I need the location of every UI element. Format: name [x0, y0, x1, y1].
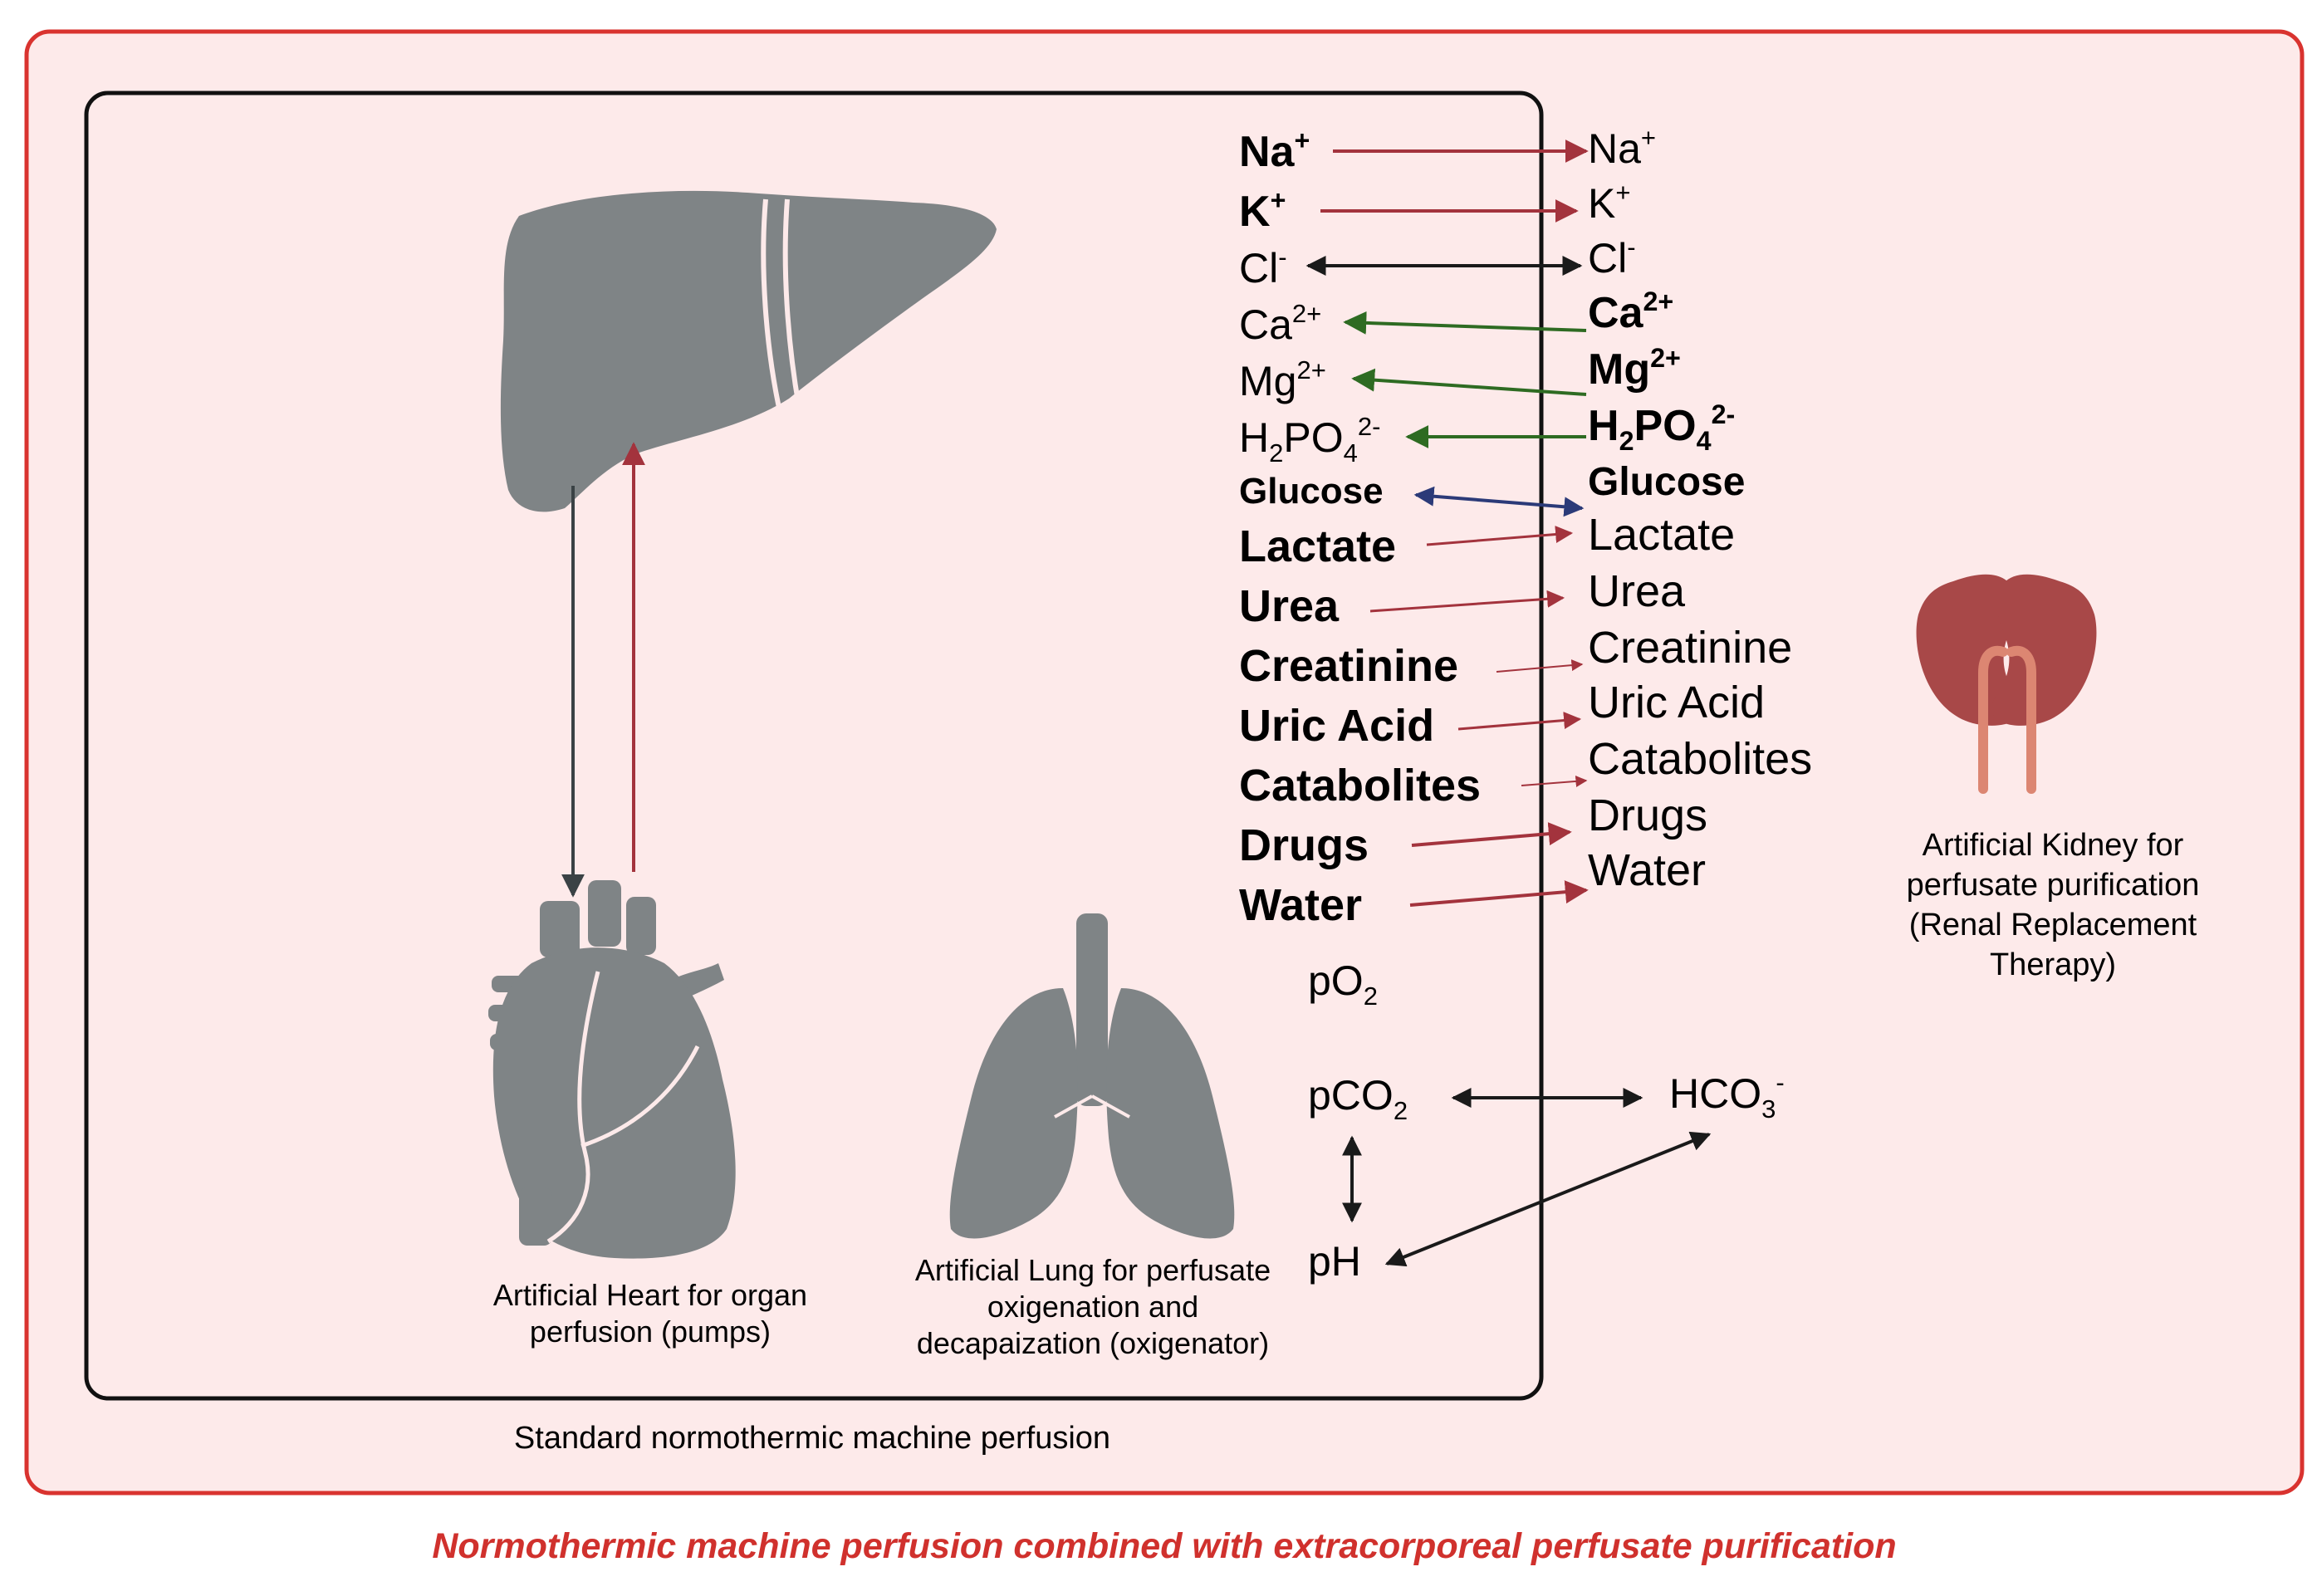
solute-left-ca: Ca2+ [1239, 299, 1321, 348]
glucose-arrow [1413, 486, 1585, 517]
svg-text:Artificial Heart for organ: Artificial Heart for organ [493, 1278, 807, 1312]
lungs-icon [949, 913, 1235, 1239]
perfusate-solutes: Na+ K+ Cl- Ca2+ Mg2+ H2PO42- Glucose Lac… [1239, 125, 1481, 930]
svg-text:(Renal Replacement: (Renal Replacement [1909, 908, 2197, 942]
creatinine-arrow [1496, 659, 1584, 673]
ph-hco3-arrow [1384, 1131, 1712, 1267]
hco3-label: HCO3- [1669, 1068, 1785, 1124]
po2-label: pO2 [1308, 957, 1378, 1011]
mg-arrow [1351, 368, 1587, 396]
lactate-arrow [1426, 526, 1574, 546]
solute-right-ca: Ca2+ [1588, 286, 1673, 337]
solute-right-water: Water [1588, 845, 1706, 895]
solute-right-glucose: Glucose [1588, 460, 1745, 504]
svg-text:Artificial Lung for perfusate: Artificial Lung for perfusate [915, 1253, 1271, 1287]
nmp-inner-frame [84, 91, 1544, 1401]
drugs-arrow [1411, 822, 1572, 847]
nmp-caption: Standard normothermic machine perfusion [514, 1421, 1110, 1456]
solute-left-lactate: Lactate [1239, 521, 1396, 571]
solute-right-lactate: Lactate [1588, 510, 1735, 560]
kidneys-icon [1916, 574, 2097, 794]
uric-acid-arrow [1457, 712, 1582, 731]
solute-left-creatinine: Creatinine [1239, 641, 1458, 691]
dialysate-solutes: Na+ K+ Cl- Ca2+ Mg2+ H2PO42- Glucose Lac… [1588, 123, 1812, 895]
ph-label: pH [1308, 1238, 1361, 1285]
solute-right-catabolites: Catabolites [1588, 734, 1812, 784]
liver-icon [500, 190, 997, 512]
pco2-label: pCO2 [1308, 1072, 1408, 1125]
solute-right-k: K+ [1588, 178, 1630, 227]
solute-right-h2po4: H2PO42- [1588, 399, 1735, 456]
solute-right-na: Na+ [1588, 123, 1656, 172]
catabolites-arrow [1521, 775, 1588, 787]
solute-left-urea: Urea [1239, 581, 1340, 631]
svg-text:Artificial Kidney for: Artificial Kidney for [1923, 828, 2184, 863]
svg-text:perfusion (pumps): perfusion (pumps) [530, 1314, 771, 1349]
solute-arrows [1305, 140, 1589, 907]
svg-text:perfusate purification: perfusate purification [1907, 868, 2200, 903]
solute-left-catabolites: Catabolites [1239, 761, 1481, 810]
solute-left-drugs: Drugs [1239, 820, 1369, 870]
solute-left-na: Na+ [1239, 125, 1310, 176]
svg-text:decapaization (oxigenator): decapaization (oxigenator) [917, 1326, 1269, 1360]
figure-caption: Normothermic machine perfusion combined … [432, 1526, 1896, 1566]
solute-left-water: Water [1239, 880, 1362, 930]
solute-right-mg: Mg2+ [1588, 343, 1681, 394]
solute-right-uric-acid: Uric Acid [1588, 678, 1765, 727]
svg-text:Therapy): Therapy) [1990, 947, 2116, 982]
solute-left-uric-acid: Uric Acid [1239, 701, 1434, 751]
solute-left-mg: Mg2+ [1239, 355, 1326, 404]
water-arrow [1409, 880, 1589, 907]
solute-right-drugs: Drugs [1588, 791, 1707, 840]
heart-caption: Artificial Heart for organ perfusion (pu… [493, 1278, 807, 1349]
lung-caption: Artificial Lung for perfusate oxigenatio… [915, 1253, 1271, 1360]
kidney-caption: Artificial Kidney for perfusate purifica… [1907, 828, 2200, 982]
heart-icon [488, 880, 736, 1259]
ca-arrow [1343, 311, 1587, 335]
solute-right-creatinine: Creatinine [1588, 623, 1792, 673]
solute-left-cl: Cl- [1239, 242, 1287, 291]
solute-right-urea: Urea [1588, 566, 1686, 616]
solute-left-glucose: Glucose [1239, 471, 1384, 512]
solute-left-h2po4: H2PO42- [1239, 412, 1380, 468]
solute-left-k: K+ [1239, 185, 1286, 236]
solute-right-cl: Cl- [1588, 233, 1636, 282]
urea-arrow [1369, 590, 1565, 613]
svg-text:oxigenation and: oxigenation and [987, 1290, 1198, 1324]
